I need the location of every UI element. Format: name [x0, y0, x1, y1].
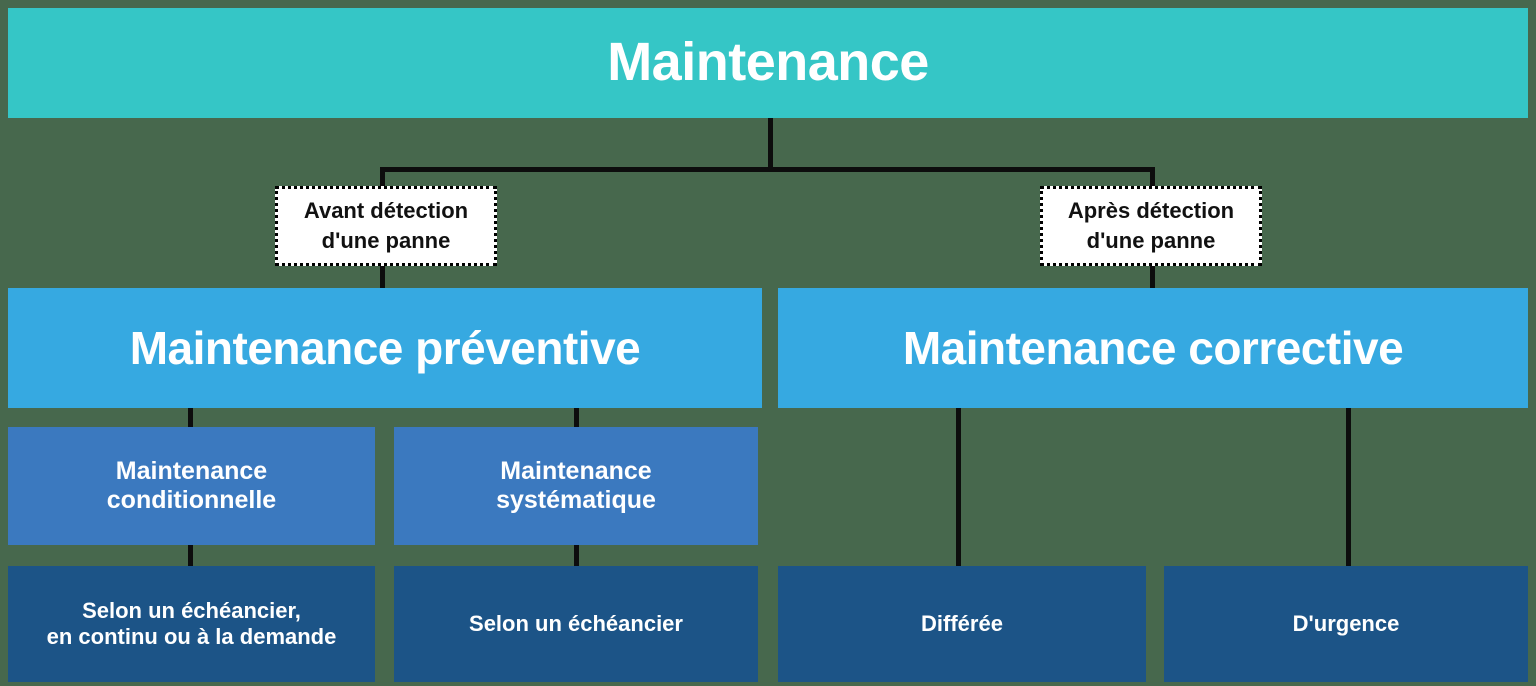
connector-left-branch-upper: [380, 167, 385, 189]
node-maintenance-preventive[interactable]: Maintenance préventive: [8, 288, 762, 408]
node-differee[interactable]: Différée: [778, 566, 1146, 682]
node-urgence[interactable]: D'urgence: [1164, 566, 1528, 682]
annotation-before-failure: Avant détection d'une panne: [275, 186, 497, 266]
node-maintenance-conditionnelle[interactable]: Maintenance conditionnelle: [8, 427, 375, 545]
connector-left-branch-lower: [380, 263, 385, 290]
root-node-maintenance[interactable]: Maintenance: [8, 8, 1528, 118]
connector-root-split: [380, 167, 1155, 172]
connector-right-branch-upper: [1150, 167, 1155, 189]
node-selon-echeancier-continu-demande[interactable]: Selon un échéancier, en continu ou à la …: [8, 566, 375, 682]
connector-conditionnelle-to-echeancier-continu: [188, 542, 193, 569]
connector-root-stem: [768, 118, 773, 170]
annotation-after-failure: Après détection d'une panne: [1040, 186, 1262, 266]
connector-corrective-to-urgence: [1346, 404, 1351, 569]
connector-preventive-to-conditionnelle: [188, 404, 193, 431]
node-selon-echeancier[interactable]: Selon un échéancier: [394, 566, 758, 682]
node-maintenance-corrective[interactable]: Maintenance corrective: [778, 288, 1528, 408]
node-maintenance-systematique[interactable]: Maintenance systématique: [394, 427, 758, 545]
connector-systematique-to-echeancier: [574, 542, 579, 569]
connector-right-branch-lower: [1150, 263, 1155, 290]
connector-corrective-to-differee: [956, 404, 961, 569]
connector-preventive-to-systematique: [574, 404, 579, 431]
